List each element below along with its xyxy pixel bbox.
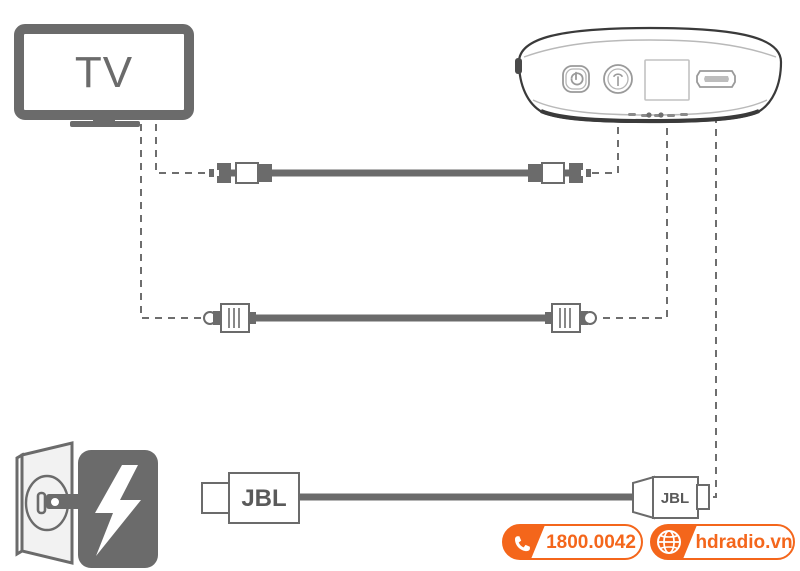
usb-plug-icon (696, 484, 710, 510)
aux-right-tip (581, 169, 591, 177)
optical-left-strain (248, 312, 256, 324)
optical-right-tip (583, 311, 597, 325)
power-brick-left (228, 472, 300, 524)
speaker-top-seam (523, 39, 777, 58)
optical-cable-right-connector (545, 303, 597, 333)
power-button[interactable] (562, 65, 590, 93)
tv-label: TV (75, 48, 133, 97)
optical-line-tv-side (140, 124, 208, 319)
optical-right-strain (545, 312, 553, 324)
aux-jack-icon (612, 73, 624, 86)
optical-left-ribs (228, 308, 240, 328)
wall-outlet-icon (15, 441, 158, 568)
aux-right-neck (528, 164, 542, 182)
tv-icon: TV (14, 24, 194, 127)
optical-right-body (551, 303, 581, 333)
aux-cable-left-connector (209, 162, 272, 184)
optical-cable-left-connector (203, 303, 256, 333)
optical-line-speaker-side (590, 118, 668, 319)
aux-left-barrel (235, 162, 259, 184)
wireless-speaker-device (515, 26, 783, 124)
phone-badge-fill (503, 525, 545, 559)
optical-right-ribs (559, 308, 571, 328)
aux-line-speaker-side (592, 118, 619, 174)
tv-neck (93, 115, 115, 124)
outlet-slot (36, 491, 47, 515)
website-badge-text: hdradio.vn (695, 532, 792, 553)
speaker-side-button[interactable] (515, 58, 522, 74)
aux-left-collar (217, 163, 231, 183)
micro-usb-port[interactable] (696, 70, 736, 88)
optical-square-icon (644, 59, 690, 101)
lightning-bolt-icon (95, 465, 141, 556)
optical-left-ferrule (213, 311, 222, 325)
aux-port[interactable] (603, 64, 633, 94)
usb-strain-relief (632, 475, 655, 520)
optical-port[interactable] (644, 59, 690, 101)
tv-screen (29, 39, 179, 105)
optical-left-body (220, 303, 250, 333)
aux-cable-right-connector (528, 162, 591, 184)
micro-usb-icon (704, 76, 729, 82)
phone-icon (515, 536, 530, 552)
connection-lines-group (140, 72, 717, 498)
power-cable: JBL JBL (201, 472, 710, 524)
power-icon (570, 71, 584, 86)
power-line-speaker-side (700, 118, 717, 498)
phone-badge-text: 1800.0042 (546, 532, 636, 553)
outlet-prong-hole (49, 496, 61, 508)
aux-left-neck (258, 164, 272, 182)
optical-cable (203, 303, 597, 333)
tv-base (70, 121, 140, 127)
power-cable-ac-plug: JBL (201, 472, 300, 524)
ac-plug-icon (201, 482, 231, 514)
jbl-logo-right: JBL (661, 490, 689, 507)
outlet-plate-edge (15, 452, 24, 557)
power-cable-usb-plug: JBL (632, 475, 710, 520)
aux-left-tip (209, 169, 219, 177)
website-badge[interactable]: hdradio.vn (650, 524, 795, 560)
aux-line-tv-side (155, 124, 208, 174)
aux-right-collar (569, 163, 583, 183)
jbl-logo-left: JBL (241, 485, 286, 512)
phone-badge[interactable]: 1800.0042 (502, 524, 643, 560)
aux-cable (209, 162, 591, 184)
speaker-bottom-rim (540, 109, 760, 124)
aux-right-barrel (541, 162, 565, 184)
speaker-grille-dots (628, 112, 688, 118)
globe-icon (657, 530, 681, 554)
